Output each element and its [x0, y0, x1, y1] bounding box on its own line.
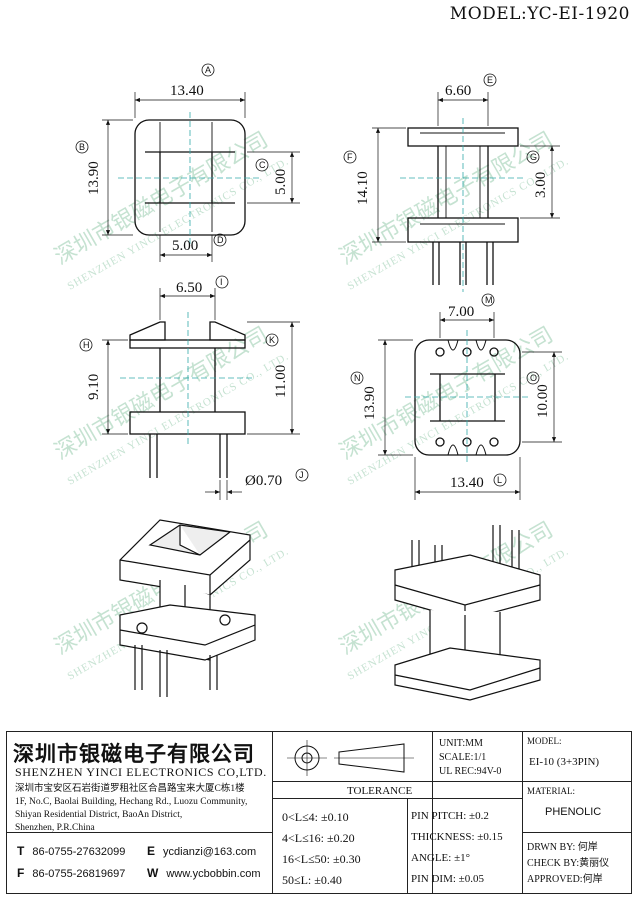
unit-text: UNIT:MM [439, 738, 483, 749]
top-view [102, 92, 300, 262]
address-cn: 深圳市宝安区石岩街道罗租社区合昌路宝来大厦C栋1楼 [15, 784, 245, 794]
tol-row-4: 50≤L: ±0.40 [282, 873, 342, 887]
marker-l: L [493, 473, 507, 487]
company-name-en: SHENZHEN YINCI ELECTRONICS CO,LTD. [15, 765, 267, 779]
dim-side-width: 6.60 [445, 83, 471, 99]
dim-front-right: 11.00 [273, 365, 289, 398]
model-value-tb: EI-10 (3+3PIN) [529, 756, 600, 768]
side-view [372, 92, 560, 292]
model-label-tb: MODEL: [527, 736, 562, 746]
marker-g: G [526, 150, 540, 164]
approved-by: APPROVED:何岸 [527, 874, 603, 885]
marker-a: A [201, 63, 215, 77]
drawing-model-header: MODEL:YC-EI-1920 [450, 4, 630, 24]
address-en-3: Shenzhen, P.R.China [15, 823, 95, 833]
svg-text:E: E [487, 75, 493, 85]
svg-text:B: B [79, 142, 85, 152]
email-address[interactable]: ycdianzi@163.com [163, 846, 257, 858]
dim-side-height: 14.10 [355, 171, 371, 205]
marker-m: M [481, 293, 495, 307]
svg-text:F: F [347, 152, 353, 162]
tol-right-4: PIN DIM: ±0.05 [411, 873, 484, 885]
marker-h: H [79, 338, 93, 352]
isometric-view-bottom [394, 525, 541, 701]
projection-symbol [287, 740, 414, 776]
marker-k: K [265, 333, 279, 347]
tel-line: T 86-0755-27632099 [17, 844, 125, 858]
marker-n: N [350, 371, 364, 385]
svg-text:K: K [269, 335, 275, 345]
marker-i: I [215, 275, 229, 289]
scale-text: SCALE:1/1 [439, 752, 487, 763]
isometric-view-top [119, 519, 256, 697]
svg-text:I: I [220, 277, 223, 287]
dim-top-bottom: 5.00 [172, 238, 198, 254]
svg-text:M: M [485, 295, 493, 305]
svg-text:C: C [259, 160, 266, 170]
tol-row-3: 16<L≤50: ±0.30 [282, 852, 361, 866]
dim-bottom-width: 13.40 [450, 475, 484, 491]
material-label: MATERIAL: [527, 786, 575, 796]
svg-text:H: H [83, 340, 90, 350]
dim-front-left: 9.10 [86, 374, 102, 400]
material-value: PHENOLIC [545, 806, 602, 818]
tel-number: 86-0755-27632099 [32, 846, 126, 858]
fax-label: F [17, 866, 25, 880]
dim-top-width: 13.40 [170, 83, 204, 99]
email-label: E [147, 844, 156, 858]
tol-row-2: 4<L≤16: ±0.20 [282, 831, 355, 845]
model-value: YC-EI-1920 [527, 4, 630, 24]
web-label: W [147, 866, 159, 880]
address-en-2: Shiyan Residential District, BaoAn Distr… [15, 810, 183, 820]
dim-bottom-width-top: 7.00 [448, 304, 474, 320]
svg-text:D: D [217, 235, 224, 245]
svg-text:G: G [530, 152, 537, 162]
dim-pin-diameter: Ø0.70 [245, 473, 282, 489]
svg-text:O: O [530, 373, 537, 383]
check-by: CHECK BY:黄丽仪 [527, 858, 610, 869]
marker-o: O [526, 371, 540, 385]
company-name-cn: 深圳市银磁电子有限公司 [13, 742, 255, 766]
model-label: MODEL: [449, 4, 528, 24]
tol-right-2: THICKNESS: ±0.15 [411, 831, 503, 843]
dim-front-width: 6.50 [176, 280, 202, 296]
tol-row-1: 0<L≤4: ±0.10 [282, 810, 349, 824]
fax-number: 86-0755-26819697 [32, 868, 126, 880]
technical-drawing: 深圳市银磁电子有限公司 SHENZHEN YINCI ELECTRONICS C… [51, 63, 571, 701]
svg-text:L: L [497, 475, 502, 485]
dim-top-height: 13.90 [86, 161, 102, 195]
marker-b: B [75, 140, 89, 154]
marker-f: F [343, 150, 357, 164]
svg-text:A: A [205, 65, 211, 75]
bottom-view [378, 312, 562, 500]
dim-side-right: 3.00 [533, 172, 549, 198]
dim-bottom-right: 10.00 [535, 384, 551, 418]
title-block: 深圳市银磁电子有限公司 SHENZHEN YINCI ELECTRONICS C… [6, 731, 632, 894]
marker-d: D [213, 233, 227, 247]
svg-text:N: N [354, 373, 361, 383]
marker-j: J [295, 468, 309, 482]
ul-rec-text: UL REC:94V-0 [439, 766, 502, 777]
svg-text:J: J [299, 470, 304, 480]
tel-label: T [17, 844, 25, 858]
tolerance-title: TOLERANCE [347, 785, 413, 797]
dim-top-center: 5.00 [273, 169, 289, 195]
web-address[interactable]: www.ycbobbin.com [166, 868, 261, 880]
tol-right-3: ANGLE: ±1° [411, 852, 471, 864]
marker-e: E [483, 73, 497, 87]
tol-right-1: PIN PITCH: ±0.2 [411, 810, 489, 822]
marker-c: C [255, 158, 269, 172]
fax-line: F 86-0755-26819697 [17, 866, 125, 880]
drawn-by: DRWN BY: 何岸 [527, 842, 598, 853]
front-view [102, 288, 300, 500]
address-en-1: 1F, No.C, Baolai Building, Hechang Rd., … [15, 797, 248, 807]
dim-bottom-height: 13.90 [362, 386, 378, 420]
